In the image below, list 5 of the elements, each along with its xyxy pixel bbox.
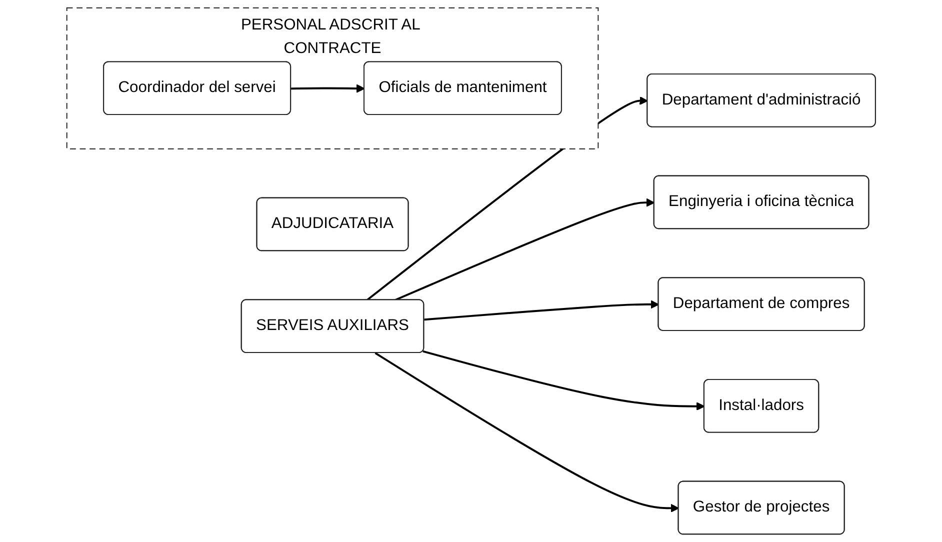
- arrow: [290, 84, 365, 93]
- arrow: [394, 198, 655, 302]
- arrow: [374, 352, 679, 512]
- arrow: [422, 350, 705, 411]
- arrow: [424, 300, 659, 321]
